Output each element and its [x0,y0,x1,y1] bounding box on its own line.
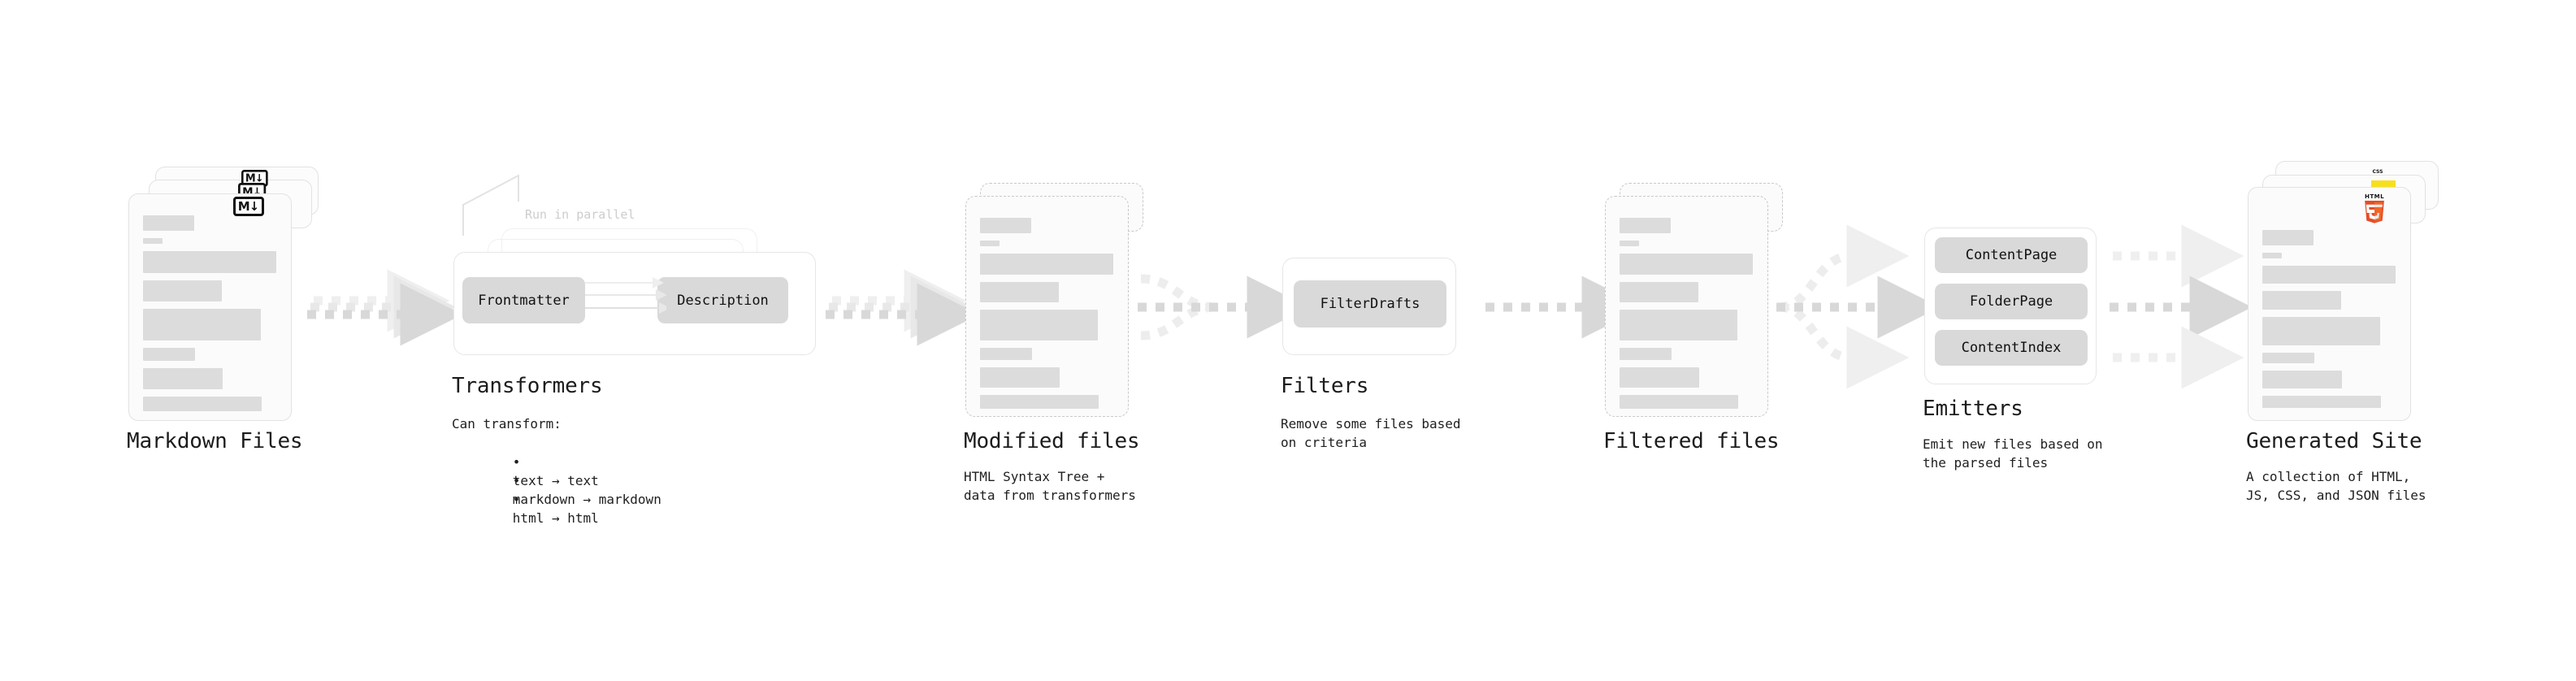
stage-title-transformers: Transformers [452,374,603,398]
run-in-parallel-leader [462,174,519,236]
stage-title-generated-site: Generated Site [2246,429,2422,453]
content-bar [980,395,1099,409]
content-bar [1620,218,1671,233]
bullet-char: • [512,473,521,489]
bullet-char: • [512,492,521,508]
content-bar [143,309,261,340]
content-bar [143,280,222,301]
transformers-bullet-2: • html → html [466,471,599,547]
content-bar [2262,371,2342,388]
content-bar [980,241,1000,246]
content-bar [1620,348,1672,360]
transformers-bullet-0: • text → text [466,434,599,510]
markdown-icon-arrow-front: ↓ [249,198,260,214]
content-bar [1620,282,1698,302]
content-bar [980,348,1032,360]
bullet-text: html → html [512,510,599,527]
chip-contentindex[interactable]: ContentIndex [1935,330,2088,366]
connector-transformers-to-modified [826,269,980,346]
stage-title-filters: Filters [1281,374,1369,398]
bullet-text: text → text [512,473,599,489]
content-bar [2262,396,2381,408]
connector-filtered-to-emitters [1776,224,1941,389]
content-bar [980,367,1060,388]
html5-shield [2365,201,2384,223]
content-bar [980,282,1059,302]
content-bar [2262,230,2314,245]
site-card-content [2262,230,2396,415]
chip-frontmatter[interactable]: Frontmatter [462,277,585,323]
filters-desc: Remove some files based on criteria [1281,416,1461,451]
content-bar [2262,291,2341,310]
content-bar [980,254,1113,275]
filtered-card-content [1620,218,1754,416]
stage-title-modified-files: Modified files [964,429,1140,453]
run-in-parallel-note: Run in parallel [525,207,635,222]
modified-card-content [980,218,1114,416]
content-bar [143,215,194,231]
generated-site-desc: A collection of HTML, JS, CSS, and JSON … [2246,469,2426,504]
transformers-desc-header: Can transform: [452,416,562,432]
bullet-char: • [512,454,521,471]
content-bar [143,238,163,244]
chip-contentpage[interactable]: ContentPage [1935,237,2088,273]
content-bar [143,348,195,361]
chip-description[interactable]: Description [657,277,788,323]
transformers-bullet-1: • markdown → markdown [466,453,661,528]
chip-filterdrafts[interactable]: FilterDrafts [1294,280,1446,327]
modified-card-front [965,196,1129,417]
transformer-inner-arrows [585,277,666,314]
content-bar [1620,367,1699,388]
html5-icon-word: HTML [2364,193,2385,200]
chip-folderpage[interactable]: FolderPage [1935,284,2088,319]
stage-title-filtered-files: Filtered files [1603,429,1780,453]
markdown-icon-back: M↓ [241,170,268,187]
connector-md-to-transformers [307,269,463,346]
markdown-icon-letter-front: M [237,198,250,214]
content-bar [143,251,276,273]
filtered-card-front [1605,196,1768,417]
markdown-icon-arrow-2: ↓ [252,184,262,198]
content-bar [1620,254,1753,275]
content-bar [1620,310,1737,340]
content-bar [2262,266,2396,284]
content-bar [980,310,1098,340]
content-bar [2262,353,2314,363]
markdown-card-content [143,215,277,419]
site-card-front [2248,187,2411,421]
modified-files-desc: HTML Syntax Tree + data from transformer… [964,469,1136,504]
html5-icon: HTML [2361,193,2388,226]
markdown-icon-letter: M [245,171,256,184]
stage-title-markdown-files: Markdown Files [127,429,303,453]
content-bar [2262,317,2380,345]
markdown-card-front [128,193,292,421]
connector-modified-to-filters [1138,274,1310,340]
content-bar [143,397,262,411]
markdown-icon: M↓ [233,197,264,216]
content-bar [1620,241,1639,246]
stage-title-emitters: Emitters [1923,397,2023,421]
markdown-icon-arrow: ↓ [254,171,264,184]
content-bar [1620,395,1738,409]
bullet-text: markdown → markdown [512,492,661,508]
emitters-desc: Emit new files based on the parsed files [1923,436,2103,471]
content-bar [143,368,223,389]
connector-emitters-to-site [2110,224,2253,389]
content-bar [980,218,1031,233]
css-icon-label: CSS [2372,169,2383,175]
content-bar [2262,253,2282,258]
